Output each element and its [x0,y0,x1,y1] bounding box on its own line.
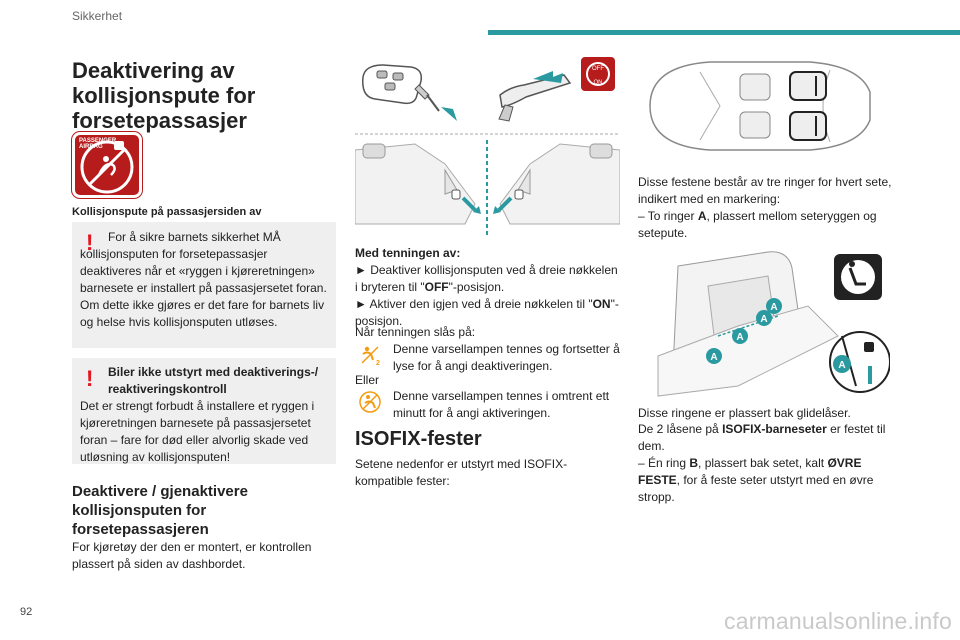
warning-icon: ! [86,366,94,391]
icon-label: PASSENGER AIRBAG [79,138,117,150]
lamp1-text: Denne varsellampen tennes og fortsetter … [393,342,620,373]
warning-icon: ! [86,230,94,255]
svg-text:A: A [838,360,845,371]
figure-divider [355,133,620,135]
behind-text: Disse ringene er plassert bak glidelåser… [638,406,851,420]
isofix-title: ISOFIX-fester [355,428,482,450]
isofix-seat-illustration: A A A A A [657,251,890,397]
rings-text: Disse festene består av tre ringer for h… [638,175,892,206]
ring-a-marker: A [732,328,748,344]
section-label: Sikkerhet [72,9,123,23]
locks-text: De 2 låsene på ISOFIX-barneseter er fest… [638,422,886,453]
ring-a-marker: A [833,355,851,373]
svg-text:A: A [770,302,777,313]
ring-a-text: – To ringer A, plassert mellom seterygge… [638,209,877,240]
svg-text:A: A [710,352,717,363]
step-deactivate: ► Deaktiver kollisjonsputen ved å dreie … [355,263,618,294]
page-number: 92 [20,606,33,618]
ignition-on-text: Når tenningen slås på: [355,325,476,339]
svg-text:A: A [760,314,767,325]
car-topview-illustration [649,61,871,151]
page-title: Deaktivering av kollisjonspute for forse… [72,58,256,133]
ring-a-marker: A [766,298,782,314]
or-text: Eller [355,373,380,387]
lamp2-text: Denne varsellampen tennes i omtrent ett … [393,389,610,420]
ring-a-marker: A [756,310,772,326]
airbag-off-icon: PASSENGER AIRBAG [72,132,142,198]
svg-text:2: 2 [376,360,380,366]
section-subtitle: Deaktivere / gjenaktivere kollisjonspute… [72,483,248,538]
airbag-off-lamp-icon: 2 [359,344,381,366]
off-label: OFF [592,66,604,72]
step-activate: ► Aktiver den igjen ved å dreie nøkkelen… [355,297,619,328]
icon-caption: Kollisjonspute på passasjersiden av [72,206,262,218]
svg-text:A: A [736,332,743,343]
warning1-text: For å sikre barnets sikkerhet MÅ kollisj… [80,230,327,329]
warning2-title: Biler ikke utstyrt med deaktiverings-/ r… [108,365,319,396]
subtitle-text: For kjøretøy der den er montert, er kont… [72,540,312,571]
key-illustration: OFF ON [362,57,615,122]
warning-box-2: ! Biler ikke utstyrt med deaktiverings-/… [72,358,336,464]
dashboard-illustration [355,140,620,235]
isofix-intro: Setene nedenfor er utstyrt med ISOFIX-ko… [355,457,568,488]
warning-box-1: ! For å sikre barnets sikkerhet MÅ kolli… [72,222,336,348]
accent-bar [488,30,960,35]
airbag-on-lamp-icon [359,391,381,413]
ring-a-marker: A [706,348,722,364]
ring-b-text: – Én ring B, plassert bak setet, kalt ØV… [638,456,874,504]
ignition-heading: Med tenningen av: [355,246,461,260]
warning2-text: Det er strengt forbudt å installere et r… [80,399,315,464]
on-label: ON [594,80,603,86]
watermark: carmanualsonline.info [724,608,952,634]
